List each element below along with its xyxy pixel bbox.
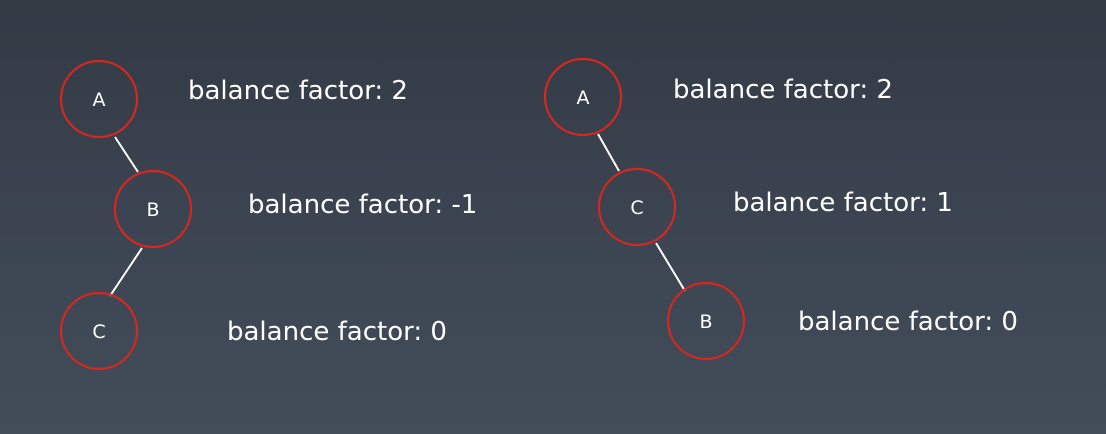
edge-right-c-b <box>655 242 686 292</box>
tree-right-node-c: C <box>597 167 677 247</box>
node-label: C <box>92 321 105 343</box>
tree-left-node-b: B <box>113 169 193 249</box>
edge-right-a-c <box>597 133 620 172</box>
node-circle <box>113 169 193 249</box>
node-label: A <box>93 89 106 111</box>
tree-left-node-c: C <box>59 291 139 371</box>
node-circle <box>666 281 746 361</box>
node-circle <box>59 291 139 371</box>
balance-factor-label: balance factor: 2 <box>188 76 408 106</box>
tree-right-node-b: B <box>666 281 746 361</box>
balance-factor-label: balance factor: 2 <box>673 75 893 105</box>
edge-left-a-b <box>114 136 139 173</box>
node-circle <box>543 57 623 137</box>
node-label: C <box>630 197 643 219</box>
node-circle <box>59 59 139 139</box>
balance-factor-label: balance factor: 1 <box>733 188 953 218</box>
tree-left-node-a: A <box>59 59 139 139</box>
balance-factor-label: balance factor: 0 <box>798 307 1018 337</box>
node-label: B <box>699 311 712 333</box>
node-label: A <box>577 87 590 109</box>
edge-left-b-c <box>109 247 143 297</box>
balance-factor-label: balance factor: 0 <box>227 317 447 347</box>
tree-right-node-a: A <box>543 57 623 137</box>
node-circle <box>597 167 677 247</box>
balance-factor-label: balance factor: -1 <box>248 190 477 220</box>
node-label: B <box>146 199 159 221</box>
